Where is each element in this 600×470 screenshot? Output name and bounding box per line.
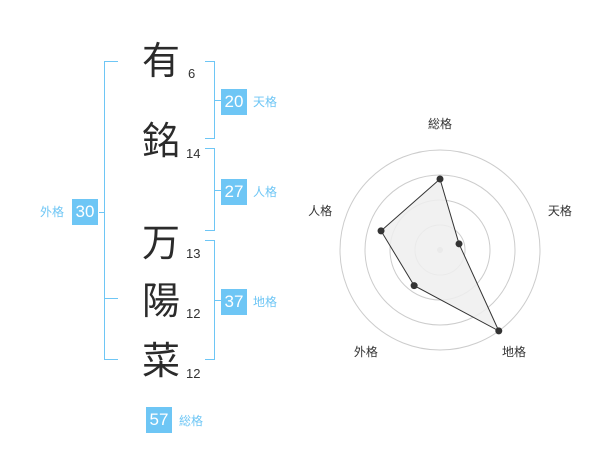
radar-point-3: [495, 327, 503, 335]
stroke-count-2: 14: [186, 146, 201, 161]
chikaku-value: 37: [221, 289, 247, 315]
soukaku-label: 総格: [179, 414, 204, 428]
jinkaku-value: 27: [221, 179, 247, 205]
radar-ring: [364, 174, 516, 326]
radar-area: [380, 178, 500, 333]
jinkaku-label: 人格: [253, 185, 278, 199]
gaikaku-value: 30: [72, 199, 98, 225]
jinkaku-connector: [215, 190, 221, 191]
jinkaku-bracket: [205, 148, 215, 231]
kanji-3: 万: [141, 221, 180, 265]
radar-point-4: [410, 282, 418, 290]
stroke-count-4: 12: [186, 306, 201, 321]
kanji-2: 銘: [141, 119, 180, 163]
radar-ring: [339, 149, 541, 351]
chikaku-connector: [215, 300, 221, 301]
kanji-1: 有: [141, 39, 180, 83]
tenkaku-label: 天格: [253, 95, 278, 109]
radar-axis-label: 外格: [354, 344, 378, 359]
chikaku-bracket: [205, 240, 215, 360]
gaikaku-inner-tick: [104, 298, 118, 299]
gaikaku-connector: [99, 212, 105, 213]
chikaku-label: 地格: [253, 295, 278, 309]
kanji-5: 菜: [141, 339, 180, 383]
gaikaku-bracket: [104, 61, 118, 360]
tenkaku-connector: [215, 100, 221, 101]
kanji-4: 陽: [141, 279, 180, 323]
stroke-count-5: 12: [186, 366, 201, 381]
radar-point-5: [377, 227, 385, 235]
radar-axis-label: 総格: [428, 116, 452, 131]
stroke-count-3: 13: [186, 246, 201, 261]
gaikaku-label: 外格: [40, 205, 65, 219]
radar-axis-label: 地格: [502, 344, 526, 359]
stroke-count-1: 6: [188, 66, 196, 81]
radar-point-1: [436, 175, 444, 183]
tenkaku-bracket: [205, 61, 215, 139]
radar-axis-label: 天格: [548, 203, 572, 218]
radar-point-2: [455, 240, 463, 248]
tenkaku-value: 20: [221, 89, 247, 115]
soukaku-value: 57: [146, 407, 172, 433]
radar-axis-label: 人格: [308, 203, 332, 218]
